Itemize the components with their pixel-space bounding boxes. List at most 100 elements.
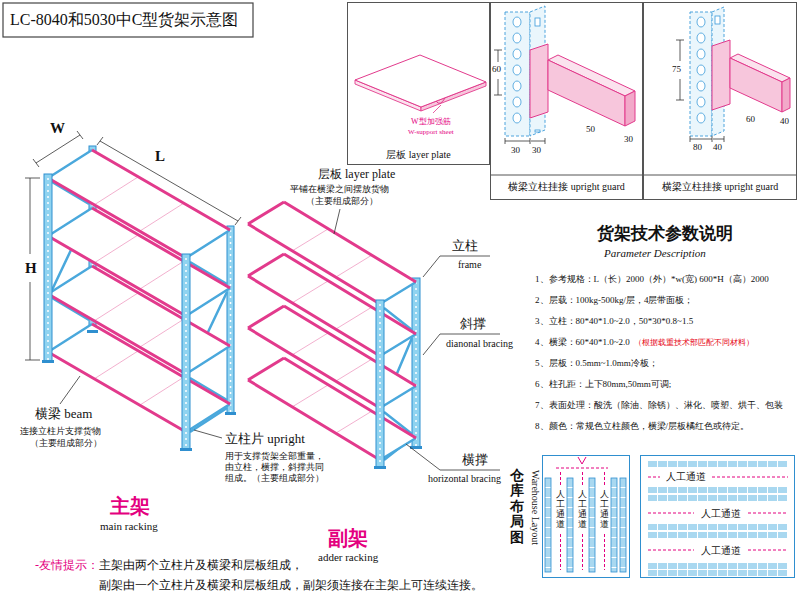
footnote: 主架由两个立柱片及横梁和层板组成， [99, 558, 303, 572]
figure-panel: 横梁立柱挂接 upright guard [490, 2, 643, 200]
aisle-label: 人工通道 [578, 490, 587, 530]
main-rack [185, 258, 187, 448]
section-heading: 货架技术参数说明 [597, 224, 733, 244]
dimension-value: 30 [532, 145, 541, 156]
main-rack [227, 226, 234, 414]
warehouse-layout [567, 478, 573, 572]
main-rack [47, 178, 49, 360]
part-note: （主要组成部分） [30, 438, 102, 449]
layer-plate-figure [355, 55, 486, 107]
adder-rack [376, 300, 384, 468]
warehouse-layout [620, 478, 626, 572]
part-label: W型加强筋 [411, 117, 451, 127]
warehouse-layout [620, 478, 626, 572]
aisle-label: 人工通道 [701, 545, 741, 557]
figure-panel: 横梁立柱挂接 upright guard [643, 2, 797, 200]
warehouse-layout [611, 478, 617, 572]
dimension-value: 60 [746, 114, 755, 125]
connector-detail [697, 17, 705, 27]
dimension-value: 40 [780, 116, 789, 127]
connector-detail [513, 81, 521, 91]
dimension-letter: W [50, 119, 65, 137]
dimension-value: 60 [492, 64, 501, 75]
warehouse-layout [648, 532, 788, 538]
part-label: 横梁 beam [35, 406, 92, 422]
connector-detail [513, 49, 521, 59]
rack-name: 副架 [328, 526, 368, 550]
connector-detail [513, 97, 521, 107]
warehouse-layout [589, 478, 595, 572]
connector-detail [513, 113, 521, 123]
connector-detail [715, 16, 720, 24]
warehouse-layout [545, 478, 551, 572]
dimension-value: 75 [672, 64, 681, 75]
main-rack [42, 360, 54, 363]
leader-line [194, 430, 222, 438]
part-label: 立柱 [452, 238, 478, 254]
spec-item: 6、柱孔距：上下80mm,50mm可调; [535, 379, 671, 390]
adder-rack [415, 282, 417, 446]
rack-name-en: adder racking [318, 551, 378, 564]
part-note: （主要组成部分） [306, 196, 378, 207]
leader-line [60, 209, 500, 470]
connector-detail [697, 65, 705, 75]
dimension-line [97, 137, 241, 225]
warehouse-layout [648, 487, 788, 493]
connector-detail [513, 17, 521, 27]
spec-item: 2、层载：100kg-500kg/层，4层带面板； [535, 295, 694, 306]
dimension-letter: H [25, 259, 37, 277]
title-frame [3, 3, 253, 37]
connector-detail [676, 7, 790, 142]
part-label: 横撑 [462, 452, 488, 468]
spec-item: 7、表面处理：酸洗（除油、除锈）、淋化、喷塑、烘干、包装 [535, 400, 783, 411]
connector-detail [697, 97, 705, 107]
section-heading-en: Warehouse Layout [529, 470, 541, 545]
warehouse-layout [648, 477, 788, 550]
connector-detail [494, 6, 635, 144]
spec-note: （根据载重技术部匹配不同材料） [634, 338, 754, 348]
warehouse-layout [648, 524, 788, 530]
part-label: 层板 layer plate [318, 167, 395, 181]
connector-detail [513, 65, 521, 75]
adder-rack [248, 202, 422, 469]
leader-line [334, 209, 340, 234]
rack-name-en: main racking [100, 520, 158, 533]
spec-item: 5、层板：0.5mm~1.0mm冷板； [535, 358, 658, 369]
layout-plan: 人工通道人工通道人工通道 [542, 455, 630, 578]
part-label-en: frame [458, 259, 481, 271]
leader-line [406, 444, 500, 470]
connector-detail [535, 18, 540, 26]
part-note: 用于支撑货架全部重量，由立柱，横撑，斜撑共同组成。（主要组成部分） [225, 451, 329, 483]
part-label-en: W-support sheet [408, 128, 454, 136]
part-label: 斜撑 [460, 316, 486, 332]
main-rack [48, 150, 230, 432]
warehouse-layout [648, 570, 788, 576]
warehouse-layout [545, 478, 551, 572]
main-rack [230, 230, 232, 412]
dimension-value: 80 [693, 142, 702, 153]
main-rack [48, 150, 230, 432]
connector-detail [697, 81, 705, 91]
connector-detail [697, 113, 705, 123]
dimension-value: 30 [511, 145, 520, 156]
connector-detail [535, 130, 540, 132]
part-note: 连接立柱片支撑货物 [20, 426, 101, 437]
adder-rack [379, 304, 381, 466]
connector-detail [505, 12, 530, 136]
connector-detail [697, 49, 705, 59]
main-rack [180, 448, 192, 451]
spec-item: 4、横梁：60*40*1.0~2.0 [535, 337, 630, 348]
connector-detail [548, 60, 625, 126]
aisle-label: 人工通道 [701, 508, 741, 520]
connector-detail [782, 78, 790, 112]
aisle-label: 人工通道 [600, 490, 609, 530]
warehouse-layout [578, 457, 586, 464]
connector-detail [625, 91, 635, 126]
dimension-line [25, 131, 241, 360]
spec-item: 3、立柱：80*40*1.0~2.0，50*30*0.8~1.5 [535, 316, 693, 327]
main-rack [225, 412, 236, 415]
title-frame [3, 3, 253, 37]
main-rack [44, 174, 52, 362]
dimension-value: 40 [713, 142, 722, 153]
